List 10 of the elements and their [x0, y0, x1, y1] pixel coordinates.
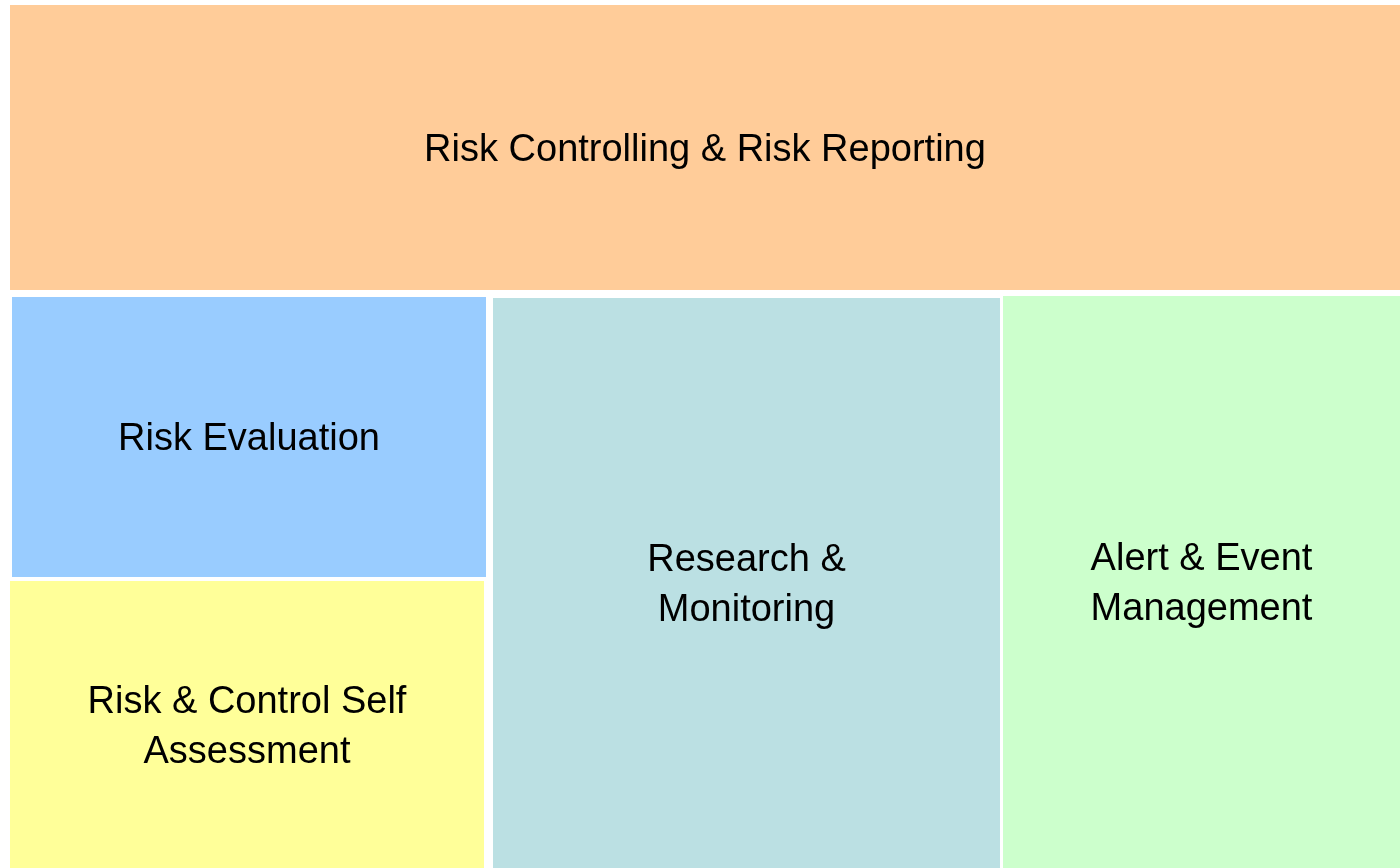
- block-label: Alert & Event Management: [1089, 535, 1314, 630]
- block-label: Research & Monitoring: [646, 536, 847, 631]
- category-block: [1003, 296, 1400, 868]
- block-label: Risk Evaluation: [118, 415, 380, 460]
- category-block: [12, 297, 486, 577]
- category-block: [10, 5, 1400, 290]
- category-block: [493, 298, 1000, 868]
- block-label: Risk Controlling & Risk Reporting: [424, 125, 986, 171]
- category-block: [10, 581, 484, 868]
- block-label: Risk & Control Self Assessment: [86, 677, 408, 773]
